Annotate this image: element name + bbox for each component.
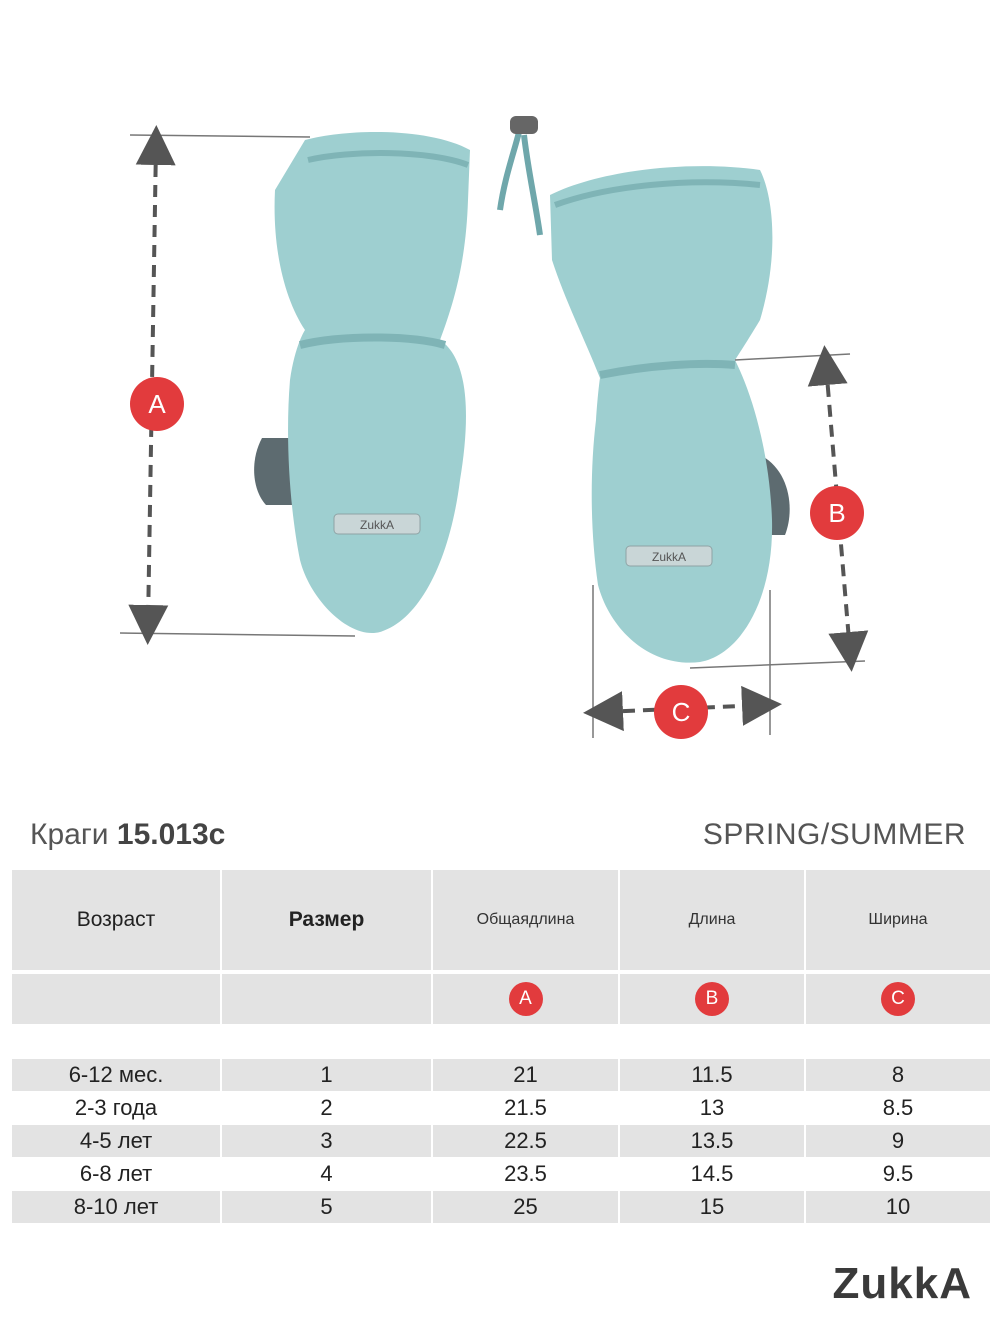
- svg-text:A: A: [148, 389, 166, 419]
- cell-size: 3: [222, 1125, 433, 1157]
- marker-c: C: [654, 685, 708, 739]
- table-header: Возраст Размер Общая длина Длина Ширина: [12, 870, 990, 970]
- cell-c: 8: [891, 1062, 905, 1087]
- left-mitten-label: ZukkA: [360, 518, 394, 532]
- size-table: Возраст Размер Общая длина Длина Ширина …: [12, 870, 990, 1223]
- cell-b: 13: [620, 1092, 806, 1124]
- cell-age: 2-3 года: [12, 1092, 222, 1124]
- right-mitten: [550, 166, 790, 663]
- header-total-length: Общая длина: [433, 870, 620, 970]
- marker-a: A: [130, 377, 184, 431]
- svg-text:B: B: [828, 498, 845, 528]
- cell-a: 22.5: [433, 1125, 620, 1157]
- cell-a: 21.5: [433, 1092, 620, 1124]
- dimension-c: [583, 585, 782, 738]
- cell-b: 14.5: [620, 1158, 806, 1190]
- cell-size: 1: [222, 1059, 433, 1091]
- cell-a: 25: [433, 1191, 620, 1223]
- header-length: Длина: [620, 870, 806, 970]
- badge-c: C: [881, 982, 915, 1016]
- badge-a: A: [508, 982, 543, 1016]
- cell-age: 6-8 лет: [12, 1158, 222, 1190]
- cell-size: 5: [222, 1191, 433, 1223]
- cell-size: 2: [222, 1092, 433, 1124]
- cell-a: 23.5: [433, 1158, 620, 1190]
- cell-age: 8-10 лет: [12, 1191, 222, 1223]
- cell-c: 8.5: [882, 1095, 914, 1120]
- brand-logo: ZukkA: [832, 1259, 972, 1308]
- cell-c: 10: [885, 1194, 911, 1219]
- svg-text:C: C: [672, 697, 691, 727]
- cell-c: 9: [891, 1128, 905, 1153]
- header-total-length-text: Общая: [476, 911, 529, 928]
- cell-age: 6-12 мес.: [12, 1059, 222, 1091]
- header-total-length-text-2: длина: [529, 911, 575, 928]
- cord: [497, 116, 543, 236]
- header-age: Возраст: [12, 870, 222, 970]
- letter-row: A B C: [12, 974, 990, 1024]
- marker-b: B: [810, 486, 864, 540]
- cell-b: 11.5: [620, 1059, 806, 1091]
- cell-age: 4-5 лет: [12, 1125, 222, 1157]
- header-width: Ширина: [868, 911, 928, 928]
- cell-size: 4: [222, 1158, 433, 1190]
- badge-b: B: [695, 982, 729, 1016]
- left-mitten: [254, 131, 470, 634]
- cell-b: 13.5: [620, 1125, 806, 1157]
- right-mitten-label: ZukkA: [652, 550, 686, 564]
- product-code: 15.013с: [116, 818, 226, 851]
- cell-b: 15: [620, 1191, 806, 1223]
- cell-a: 21: [433, 1059, 620, 1091]
- cell-c: 9.5: [882, 1161, 914, 1186]
- header-size: Размер: [222, 870, 433, 970]
- product-name: Краги: [30, 818, 109, 851]
- season-label: SPRING/SUMMER: [702, 818, 966, 851]
- mittens-illustration: A B C ZukkA ZukkA: [119, 116, 869, 739]
- product-title: Краги 15.013с: [30, 818, 225, 852]
